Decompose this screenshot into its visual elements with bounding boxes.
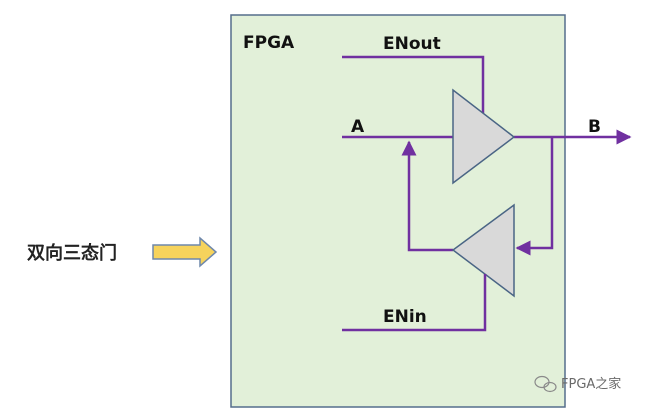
enin-label: ENin (383, 307, 427, 327)
feedback-wire (401, 140, 453, 252)
side-caption: 双向三态门 (27, 242, 117, 264)
fpga-block (230, 14, 566, 408)
enout-label: ENout (383, 34, 441, 54)
input-a-label: A (351, 117, 365, 137)
fpga-label: FPGA (243, 33, 295, 53)
input-buffer-triangle (451, 203, 515, 298)
enout-wire (342, 55, 485, 113)
output-buffer-triangle (452, 88, 516, 185)
pointer-arrow (152, 236, 218, 268)
output-b-label: B (588, 117, 601, 137)
wechat-icon (534, 375, 557, 393)
watermark-text: FPGA之家 (561, 376, 621, 392)
watermark: FPGA之家 (534, 375, 621, 393)
return-wire (515, 137, 554, 256)
enin-wire (342, 274, 487, 332)
